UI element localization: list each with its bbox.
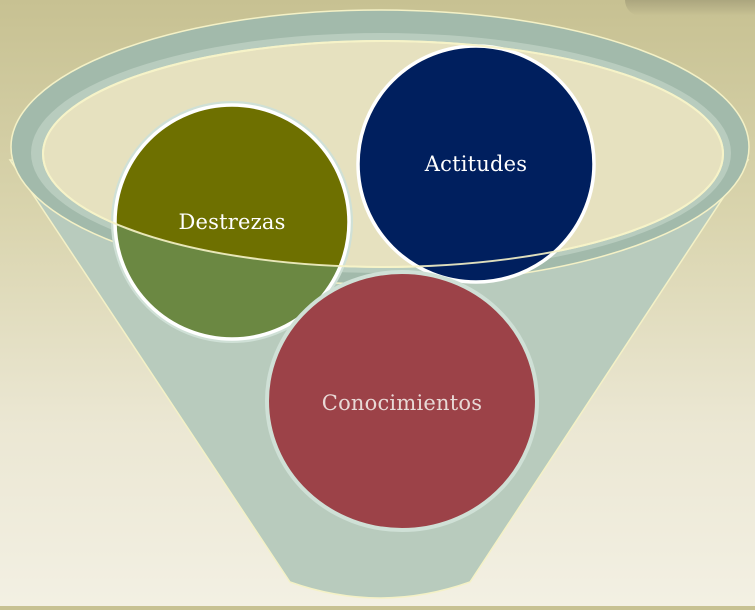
conocimientos-circle bbox=[265, 270, 539, 532]
destrezas-circle bbox=[111, 101, 353, 343]
actitudes-label: Actitudes bbox=[424, 152, 528, 176]
destrezas-label: Destrezas bbox=[178, 210, 286, 234]
conocimientos-label: Conocimientos bbox=[321, 391, 483, 415]
top-right-shadow bbox=[625, 0, 755, 16]
